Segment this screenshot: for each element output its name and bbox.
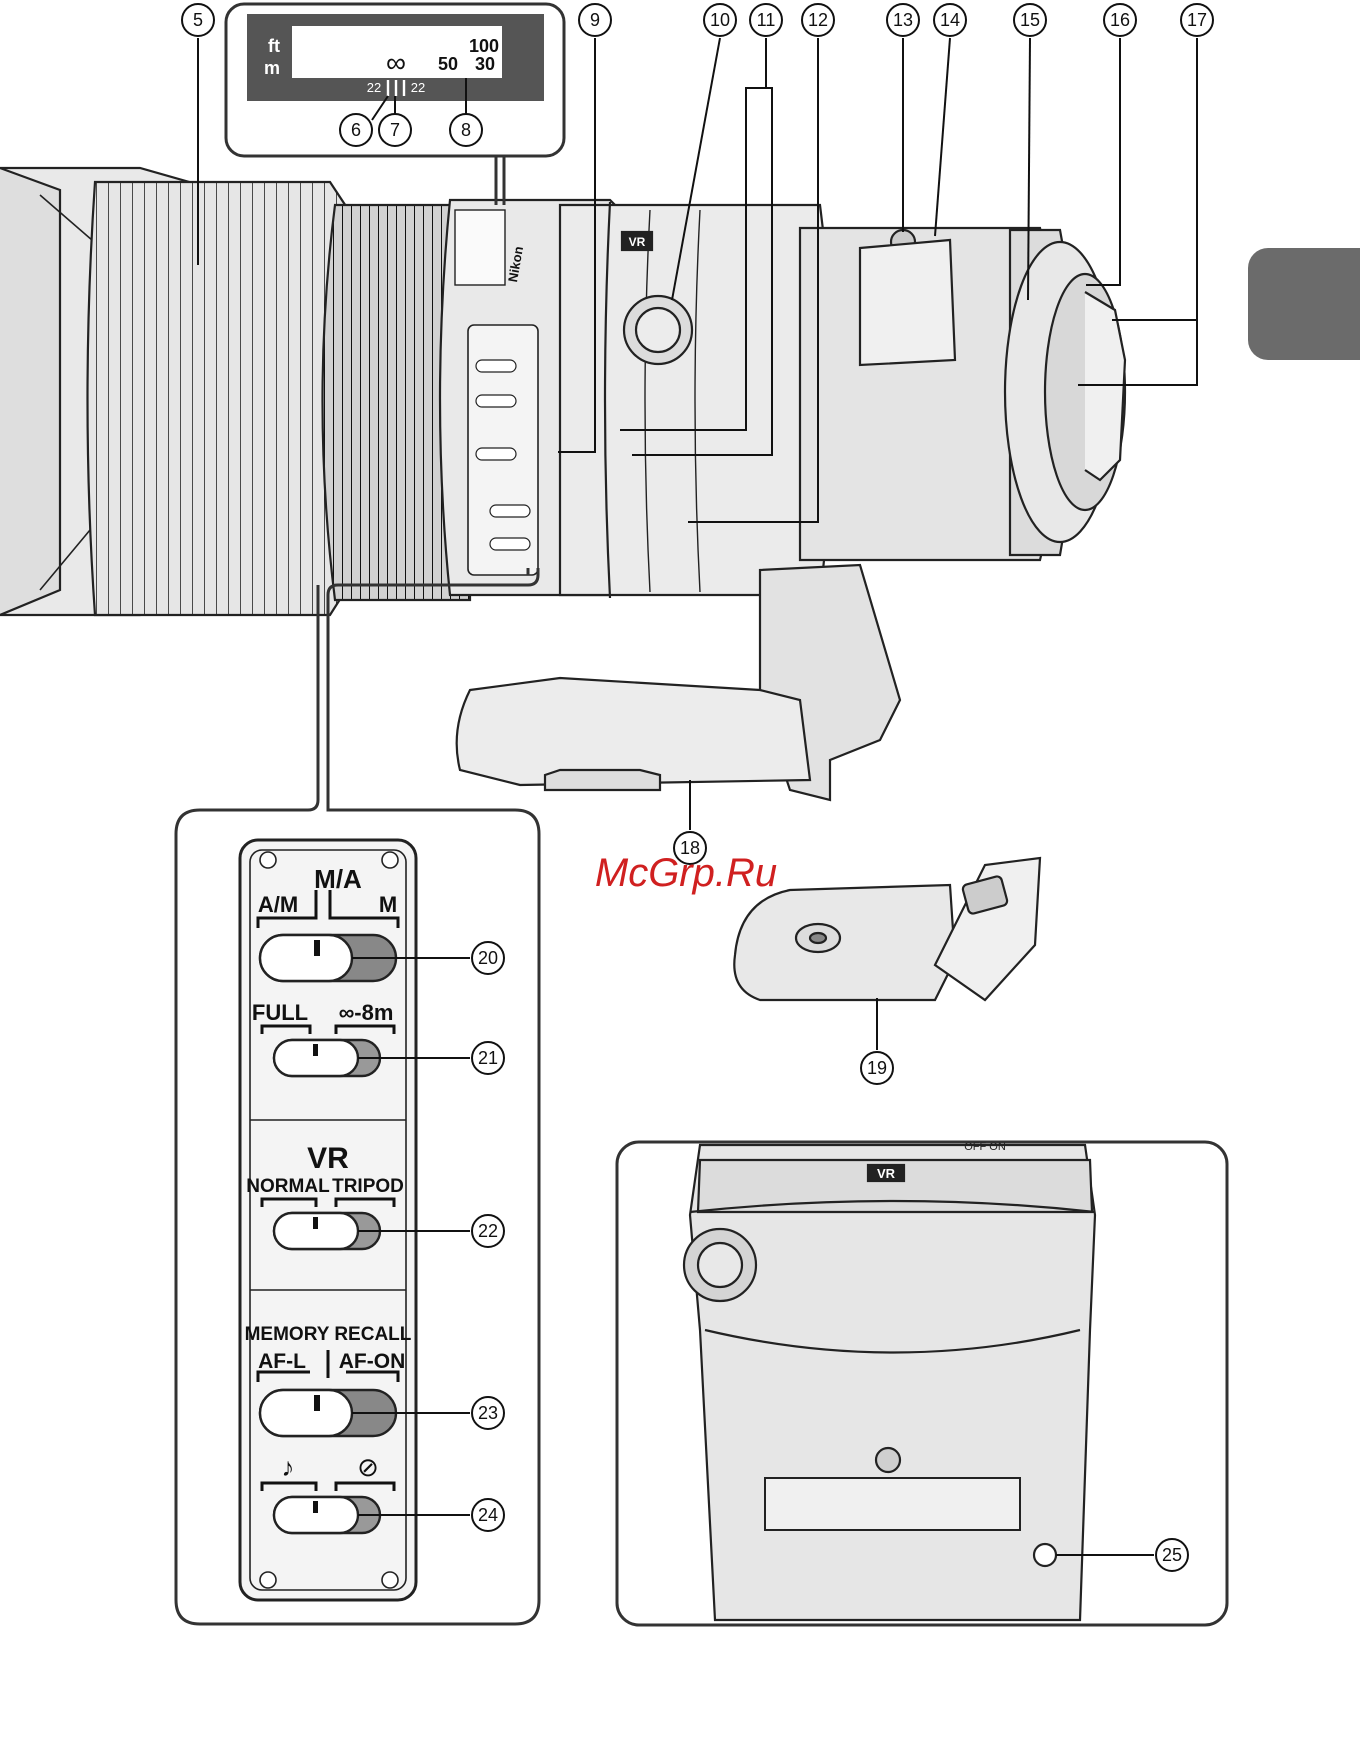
callout-13: 13 [893,10,913,30]
callout-16: 16 [1110,10,1130,30]
callout-12: 12 [808,10,828,30]
vr-left-label: NORMAL [246,1176,330,1197]
unit-ft-label: ft [268,36,280,56]
memory-title-label: MEMORY RECALL [245,1324,412,1345]
callout-19: 19 [867,1058,887,1078]
focus-limit-right-label: ∞-8m [339,1000,394,1025]
lens-body [0,168,1125,615]
callout-20: 20 [478,948,498,968]
vr-title-label: VR [307,1142,349,1175]
callout-6: 6 [351,120,361,140]
ft-value-label: 100 [469,36,499,56]
focus-mode-center-label: M/A [314,864,362,894]
beep-off-icon: ⊘ [357,1452,379,1482]
m-value-label-2: 30 [475,54,495,74]
dof-right-label: 22 [411,80,425,95]
beep-on-icon: ♪ [282,1452,295,1482]
off-on-label: OFF ON [964,1141,1006,1153]
callout-10: 10 [710,10,730,30]
callout-7: 7 [390,120,400,140]
callout-17: 17 [1187,10,1207,30]
callout-23: 23 [478,1403,498,1423]
focus-mode-left-label: A/M [258,892,298,917]
detached-foot [734,858,1040,1000]
vr-badge-label-detail: VR [877,1166,896,1181]
unit-m-label: m [264,58,280,78]
infinity-mark: ∞ [386,47,406,78]
callout-9: 9 [590,10,600,30]
callout-22: 22 [478,1221,498,1241]
memory-right-label: AF-ON [339,1350,406,1373]
callout-21: 21 [478,1048,498,1068]
callout-5: 5 [193,10,203,30]
focus-mode-right-label: M [379,892,397,917]
detail-box-bottom [617,1142,1227,1625]
callout-14: 14 [940,10,960,30]
callout-8: 8 [461,120,471,140]
focus-limit-left-label: FULL [252,1000,308,1025]
callout-15: 15 [1020,10,1040,30]
memory-left-label: AF-L [258,1350,306,1373]
watermark: McGrp.Ru [595,851,777,895]
tripod-foot-handle [457,565,900,800]
vr-right-label: TRIPOD [332,1176,404,1197]
dof-left-label: 22 [367,80,381,95]
m-value-label-1: 50 [438,54,458,74]
callout-25: 25 [1162,1545,1182,1565]
vr-badge-label: VR [629,235,646,249]
callout-11: 11 [757,10,776,30]
callout-24: 24 [478,1505,498,1525]
